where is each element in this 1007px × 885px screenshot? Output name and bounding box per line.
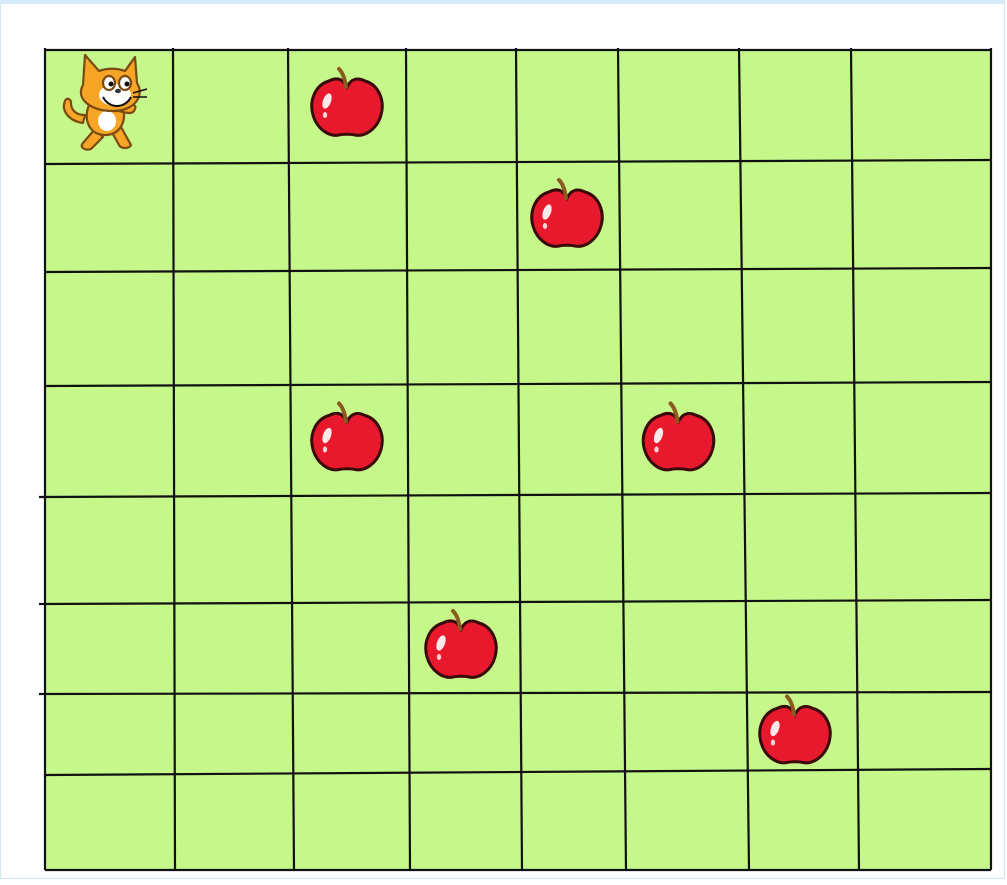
grid-cell-r1-c7[interactable] — [851, 164, 991, 272]
grid-cell-r5-c6[interactable] — [739, 604, 851, 694]
grid-cell-r7-c2[interactable] — [288, 775, 406, 870]
grid-cell-r0-c5[interactable] — [618, 50, 739, 164]
grid-cell-r7-c6[interactable] — [739, 775, 851, 870]
game-board[interactable] — [1, 4, 1007, 885]
grid-cell-r4-c7[interactable] — [851, 497, 991, 604]
grid-cell-r0-c1[interactable] — [173, 50, 288, 164]
grid-cell-r6-c2[interactable] — [288, 694, 406, 775]
grid-cell-r3-c6[interactable] — [739, 386, 851, 497]
grid-cell-r2-c3[interactable] — [406, 272, 516, 386]
grid-cell-r5-c7[interactable] — [851, 604, 991, 694]
grid-cell-r2-c2[interactable] — [288, 272, 406, 386]
grid-cell-r4-c4[interactable] — [516, 497, 618, 604]
grid-cell-r6-c1[interactable] — [173, 694, 288, 775]
grid-cell-r7-c0[interactable] — [45, 775, 173, 870]
grid-cell-r7-c7[interactable] — [851, 775, 991, 870]
grid-cell-r2-c0[interactable] — [45, 272, 173, 386]
grid-cell-r2-c1[interactable] — [173, 272, 288, 386]
grid-cell-r4-c0[interactable] — [45, 497, 173, 604]
grid-cell-r5-c2[interactable] — [288, 604, 406, 694]
grid-cell-r0-c6[interactable] — [739, 50, 851, 164]
grid-cell-r3-c3[interactable] — [406, 386, 516, 497]
grid-cell-r1-c2[interactable] — [288, 164, 406, 272]
grid-cell-r5-c4[interactable] — [516, 604, 618, 694]
grid-cell-r1-c6[interactable] — [739, 164, 851, 272]
grid-cell-r0-c4[interactable] — [516, 50, 618, 164]
grid-cell-r6-c0[interactable] — [45, 694, 173, 775]
grid-cell-r5-c1[interactable] — [173, 604, 288, 694]
grid-cell-r2-c5[interactable] — [618, 272, 739, 386]
grid-cell-r4-c1[interactable] — [173, 497, 288, 604]
grid-cell-r1-c1[interactable] — [173, 164, 288, 272]
grid-cell-r7-c5[interactable] — [618, 775, 739, 870]
grid-cell-r6-c4[interactable] — [516, 694, 618, 775]
grid-cell-r7-c4[interactable] — [516, 775, 618, 870]
grid-cell-r3-c4[interactable] — [516, 386, 618, 497]
grid-cell-r1-c3[interactable] — [406, 164, 516, 272]
grid-cell-r3-c0[interactable] — [45, 386, 173, 497]
grid-cell-r7-c1[interactable] — [173, 775, 288, 870]
grid-cell-r4-c2[interactable] — [288, 497, 406, 604]
grid-cell-r2-c7[interactable] — [851, 272, 991, 386]
grid-cell-r5-c5[interactable] — [618, 604, 739, 694]
grid-cell-r4-c5[interactable] — [618, 497, 739, 604]
grid-cell-r1-c0[interactable] — [45, 164, 173, 272]
grid-cell-r3-c7[interactable] — [851, 386, 991, 497]
grid-cell-r0-c7[interactable] — [851, 50, 991, 164]
grid-cell-r6-c5[interactable] — [618, 694, 739, 775]
grid-cell-r1-c5[interactable] — [618, 164, 739, 272]
grid-cell-r3-c1[interactable] — [173, 386, 288, 497]
grid-cell-r2-c6[interactable] — [739, 272, 851, 386]
grid-cell-r4-c3[interactable] — [406, 497, 516, 604]
grid-cell-r6-c7[interactable] — [851, 694, 991, 775]
grid-cell-r7-c3[interactable] — [406, 775, 516, 870]
grid-cell-r5-c0[interactable] — [45, 604, 173, 694]
grid-cell-r0-c3[interactable] — [406, 50, 516, 164]
grid-cell-r6-c3[interactable] — [406, 694, 516, 775]
grid-cell-r2-c4[interactable] — [516, 272, 618, 386]
grid-cell-r4-c6[interactable] — [739, 497, 851, 604]
